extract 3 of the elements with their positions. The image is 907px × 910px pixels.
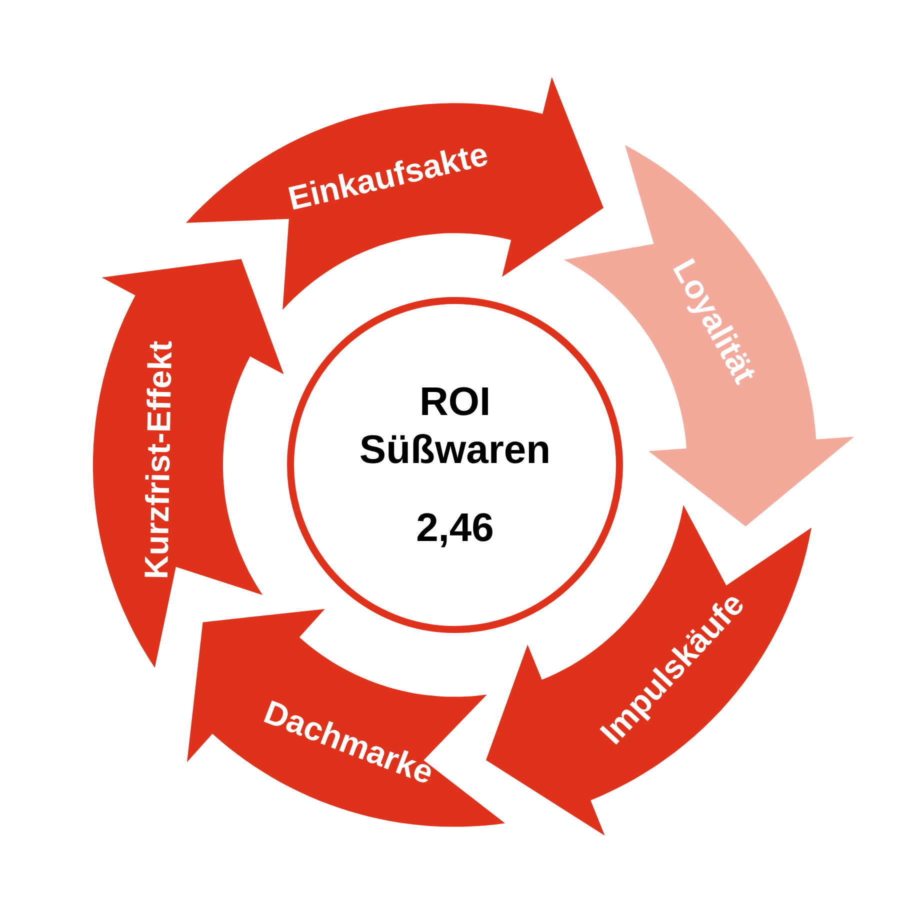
center-value: 2,46: [416, 505, 494, 552]
center-heading: ROI Süßwaren: [358, 379, 552, 474]
arrow-label: Kurzfrist-Effekt: [139, 340, 177, 580]
